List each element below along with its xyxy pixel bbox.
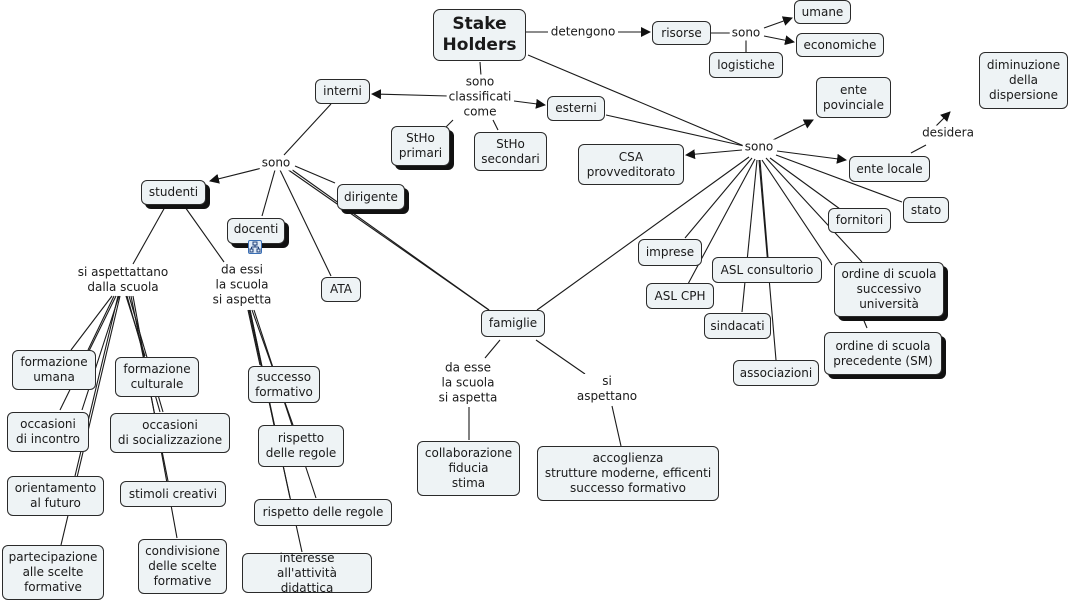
concept-umane[interactable]: umane [794,0,851,24]
concept-stho-secondari[interactable]: StHo secondari [474,132,547,171]
concept-fornitori[interactable]: fornitori [828,208,891,233]
edge [861,315,868,329]
edge [479,61,482,77]
link-label-da-esse: da esse la scuola si aspetta [436,360,500,406]
concept-formazione-umana[interactable]: formazione umana [12,350,96,390]
edge [684,157,753,239]
edge [209,167,263,184]
edge [279,169,332,277]
concept-asl-cph[interactable]: ASL CPH [646,283,714,309]
edge [261,169,276,217]
concept-rispetto-regole-1[interactable]: rispetto delle regole [258,425,344,467]
edge [763,16,793,29]
edge [527,54,745,147]
link-label-si-aspettattano: si aspettattano dalla scuola [75,265,171,295]
edge [492,119,499,131]
concept-condivisione[interactable]: condivisione delle scelte formative [138,539,227,594]
edge [513,98,546,109]
link-label-detengono: detengono [548,24,618,40]
link-label-sono-esterni: sono [742,139,776,155]
edge [81,295,120,411]
edge [253,309,317,499]
edge [685,149,743,160]
concept-diminuzione[interactable]: diminuzione della dispersione [979,52,1068,109]
concept-partecipazione[interactable]: partecipazione alle scelte formative [2,545,104,600]
concept-ente-locale[interactable]: ente locale [849,156,930,182]
concept-ordine-successivo[interactable]: ordine di scuola successivo università [834,262,944,317]
concept-occasioni-socializzazione[interactable]: occasioni di socializzazione [110,413,230,453]
concept-formazione-culturale[interactable]: formazione culturale [115,357,199,397]
concept-stato[interactable]: stato [903,197,949,223]
concept-occasioni-incontro[interactable]: occasioni di incontro [7,412,89,452]
edge [484,339,501,359]
concept-associazioni[interactable]: associazioni [733,360,819,386]
concept-collaborazione[interactable]: collaborazione fiducia stima [417,441,520,496]
submap-icon[interactable] [248,240,262,254]
concept-ata[interactable]: ATA [321,277,361,302]
concept-successo-formativo[interactable]: successo formativo [248,366,320,403]
link-label-si-aspettano: si aspettano [574,374,640,404]
edge [611,405,622,447]
edge [294,165,336,184]
concept-csa[interactable]: CSA provveditorato [578,144,684,185]
concept-stimoli-creativi[interactable]: stimoli creativi [120,481,226,507]
concept-esterni[interactable]: esterni [547,96,605,121]
concept-economiche[interactable]: economiche [796,33,884,57]
edge [765,157,863,263]
concept-asl-consultorio[interactable]: ASL consultorio [712,257,822,283]
concept-ente-provinciale[interactable]: ente povinciale [816,77,891,118]
edge [371,89,449,100]
edge [132,206,166,265]
edge [741,159,758,313]
concept-orientamento[interactable]: orientamento al futuro [7,476,104,516]
concept-docenti[interactable]: docenti [227,218,285,244]
edge [184,206,225,263]
concept-famiglie[interactable]: famiglie [481,310,545,337]
edge [535,339,586,375]
concept-sindacati[interactable]: sindacati [704,313,771,339]
concept-interesse[interactable]: interesse all'attività didattica [242,551,372,595]
concept-interni[interactable]: interni [315,79,370,104]
concept-logistiche[interactable]: logistiche [709,52,783,78]
edge [761,159,833,266]
concept-stho-primari[interactable]: StHo primari [391,126,450,166]
concept-studenti[interactable]: studenti [141,180,206,205]
edge [763,35,795,46]
edge [283,103,332,156]
link-label-sono-interni: sono [259,155,293,171]
edge [759,159,769,259]
link-label-sono-risorse: sono [729,25,763,41]
link-label-desidera: desidera [920,125,976,141]
edge [605,114,745,147]
edge [87,295,115,351]
edge [772,119,814,141]
edge [769,157,841,210]
edge [247,309,261,366]
concept-rispetto-regole-2[interactable]: rispetto delle regole [254,499,392,526]
concept-accoglienza[interactable]: accoglienza strutture moderne, efficenti… [537,446,719,501]
concept-dirigente[interactable]: dirigente [337,184,405,210]
edge [70,295,113,351]
link-label-da-essi: da essi la scuola si aspetta [210,262,274,308]
edge [290,168,490,311]
edge [775,154,903,203]
edge [536,156,750,311]
concept-risorse[interactable]: risorse [652,21,711,45]
concept-stakeholders[interactable]: Stake Holders [433,9,526,61]
concept-imprese[interactable]: imprese [638,239,702,266]
edge [776,150,847,164]
edge [445,119,454,128]
edge [910,144,927,154]
link-label-classificati: sono classificati come [446,74,514,120]
concept-ordine-precedente[interactable]: ordine di scuola precedente (SM) [824,332,942,375]
